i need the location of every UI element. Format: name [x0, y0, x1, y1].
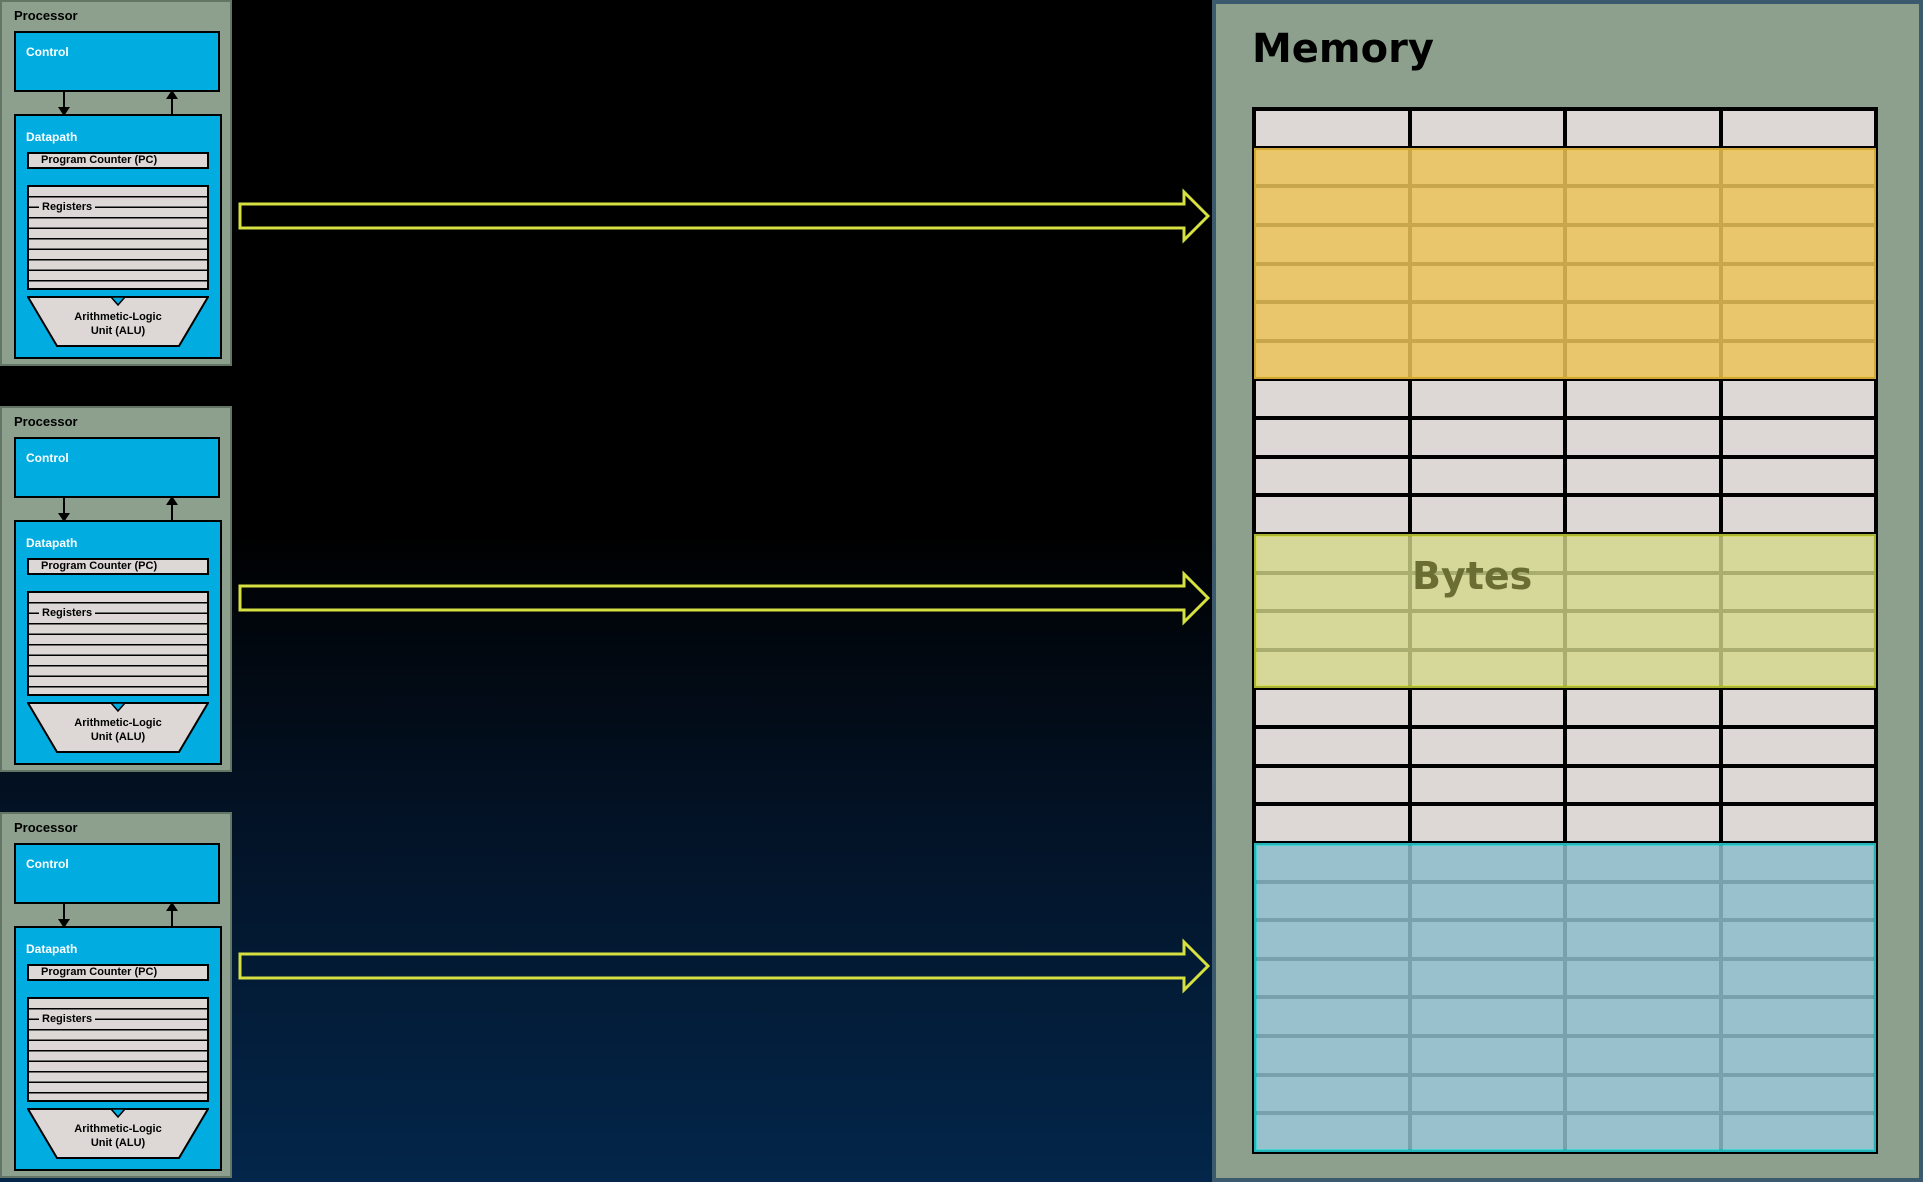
- memory-cell: [1411, 729, 1563, 764]
- memory-cell: [1411, 420, 1563, 455]
- datapath-label: Datapath: [26, 536, 78, 550]
- memory-cell: [1722, 420, 1874, 455]
- memory-cell: [1722, 458, 1874, 494]
- memory-cell: [1567, 729, 1719, 764]
- register-file: Registers: [27, 591, 209, 696]
- memory-cell: [1256, 767, 1408, 803]
- control-unit: Control: [14, 437, 220, 498]
- memory-cell: [1411, 806, 1563, 841]
- processor-title: Processor: [14, 820, 78, 835]
- connection-arrows: [238, 188, 1211, 994]
- alu: Arithmetic-Logic Unit (ALU): [26, 296, 210, 348]
- arrow-right-icon: [238, 188, 1211, 244]
- control-unit: Control: [14, 843, 220, 904]
- memory-cell: [1567, 690, 1719, 726]
- alu-label-line2: Unit (ALU): [90, 731, 146, 743]
- processor-1: Processor Control Datapath Program Count…: [0, 0, 232, 366]
- alu-label-line1: Arithmetic-Logic: [74, 717, 162, 729]
- memory-cell: [1722, 767, 1874, 803]
- memory-cell: [1567, 806, 1719, 841]
- alu-shape: [26, 296, 210, 347]
- memory-cell: [1256, 458, 1408, 494]
- arrow-right-icon: [238, 938, 1211, 994]
- registers-label: Registers: [39, 201, 96, 213]
- memory-cell: [1411, 690, 1563, 726]
- program-counter: Program Counter (PC): [27, 152, 209, 169]
- memory-cell: [1567, 458, 1719, 494]
- bytes-label: Bytes: [1412, 553, 1533, 598]
- register-file: Registers: [27, 997, 209, 1102]
- memory-cell: [1411, 381, 1563, 417]
- memory-cell: [1256, 806, 1408, 841]
- processor-2: Processor Control Datapath Program Count…: [0, 406, 232, 772]
- arrow-up-icon: [166, 902, 178, 926]
- control-label: Control: [26, 45, 69, 59]
- arrow-down-icon: [58, 498, 70, 522]
- arrow-down-icon: [58, 904, 70, 928]
- control-unit: Control: [14, 31, 220, 92]
- memory-cell: [1567, 111, 1719, 146]
- memory-cell: [1722, 690, 1874, 726]
- memory-cell: [1567, 381, 1719, 417]
- memory-cell: [1411, 111, 1563, 146]
- datapath-unit: Datapath Program Counter (PC) Registers …: [14, 520, 222, 765]
- memory-cell: [1567, 420, 1719, 455]
- datapath-unit: Datapath Program Counter (PC) Registers …: [14, 114, 222, 359]
- memory-cell: [1722, 497, 1874, 532]
- alu-label-line1: Arithmetic-Logic: [74, 311, 162, 323]
- datapath-label: Datapath: [26, 942, 78, 956]
- processor-title: Processor: [14, 8, 78, 23]
- memory-cell: [1256, 729, 1408, 764]
- memory-cell: [1722, 381, 1874, 417]
- alu: Arithmetic-Logic Unit (ALU): [26, 702, 210, 754]
- memory-cell: [1256, 111, 1408, 146]
- registers-label: Registers: [39, 1013, 96, 1025]
- registers-label: Registers: [39, 607, 96, 619]
- memory-cell: [1256, 497, 1408, 532]
- program-counter: Program Counter (PC): [27, 964, 209, 981]
- control-label: Control: [26, 857, 69, 871]
- program-counter: Program Counter (PC): [27, 558, 209, 575]
- memory-region-yellow: [1254, 533, 1876, 689]
- register-file: Registers: [27, 185, 209, 290]
- alu-label-line2: Unit (ALU): [90, 325, 146, 337]
- memory-cell: [1411, 458, 1563, 494]
- memory-cell: [1256, 420, 1408, 455]
- processor-3: Processor Control Datapath Program Count…: [0, 812, 232, 1178]
- arrow-right-icon: [238, 570, 1211, 626]
- memory-title: Memory: [1252, 26, 1434, 72]
- arrow-down-icon: [58, 92, 70, 116]
- memory-cell: [1256, 690, 1408, 726]
- processor-title: Processor: [14, 414, 78, 429]
- alu-shape: [26, 702, 210, 753]
- alu-shape: [26, 1108, 210, 1159]
- memory-cell: [1411, 767, 1563, 803]
- alu-label-line1: Arithmetic-Logic: [74, 1123, 162, 1135]
- arrow-up-icon: [166, 90, 178, 114]
- memory-cell: [1722, 806, 1874, 841]
- memory-cell: [1567, 767, 1719, 803]
- datapath-label: Datapath: [26, 130, 78, 144]
- alu: Arithmetic-Logic Unit (ALU): [26, 1108, 210, 1160]
- memory-cell: [1722, 111, 1874, 146]
- memory-grid: Bytes: [1252, 107, 1878, 1154]
- arrow-up-icon: [166, 496, 178, 520]
- alu-label-line2: Unit (ALU): [90, 1137, 146, 1149]
- memory-cell: [1411, 497, 1563, 532]
- control-label: Control: [26, 451, 69, 465]
- memory-cell: [1567, 497, 1719, 532]
- memory-cell: [1256, 381, 1408, 417]
- datapath-unit: Datapath Program Counter (PC) Registers …: [14, 926, 222, 1171]
- memory-panel: Memory Bytes: [1212, 0, 1923, 1182]
- memory-region-orange: [1254, 147, 1876, 380]
- memory-region-blue: [1254, 842, 1876, 1152]
- memory-cell: [1722, 729, 1874, 764]
